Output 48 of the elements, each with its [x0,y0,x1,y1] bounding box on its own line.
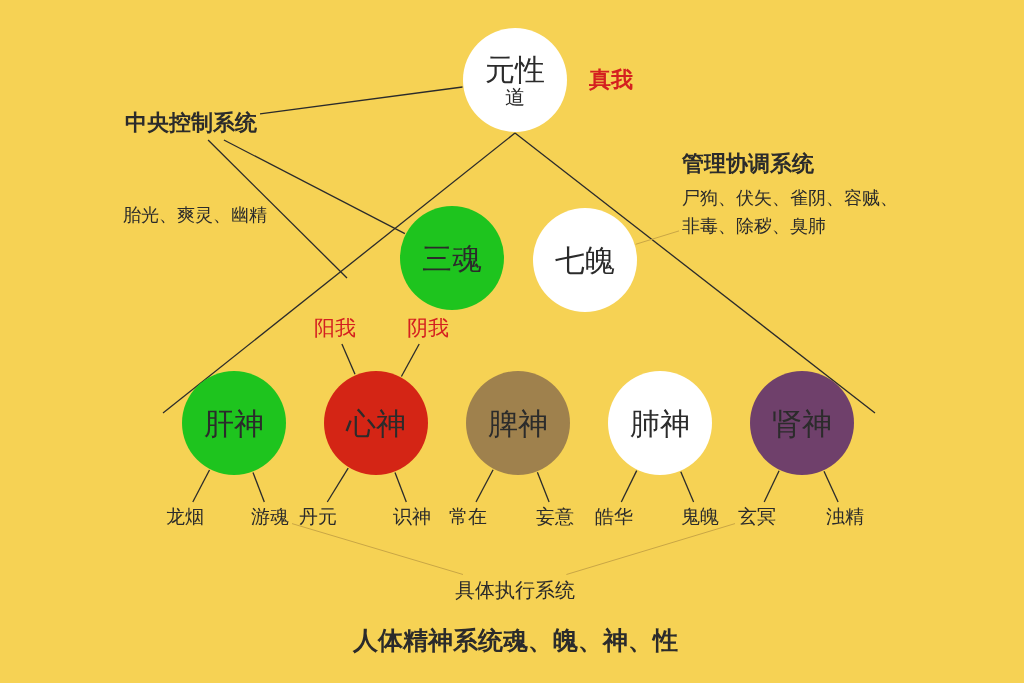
connector-line [252,471,265,503]
system-members: 尸狗、伏矢、雀阴、容贼、非毒、除秽、臭肺 [682,185,899,239]
connector-line [223,139,406,235]
connector-line [536,471,550,503]
connector-line [341,343,356,375]
connector-line [475,469,494,503]
text-label: 浊精 [826,504,864,530]
text-label: 游魂 [251,504,289,530]
node-title: 肺神 [630,406,690,440]
text-label: 玄冥 [738,504,776,530]
connector-line [620,469,638,503]
leader-line [291,523,464,575]
connector-line [192,469,211,503]
text-label: 阳我 [314,314,356,342]
text-label: 胎光、爽灵、幽精 [123,203,267,227]
node-title: 脾神 [488,406,548,440]
text-label: 龙烟 [166,504,204,530]
text-label: 识神 [393,504,431,530]
leader-line [635,230,680,245]
connector-line [259,86,464,115]
connector-line [400,343,420,378]
connector-line [823,470,839,503]
connector-line [763,470,780,503]
connector-line [514,132,876,414]
node-title: 心神 [346,406,406,440]
text-label: 皓华 [595,504,633,530]
text-label: 中央控制系统 [125,108,257,138]
text-label: 妄意 [536,504,574,530]
system-heading: 管理协调系统 [682,149,815,178]
text-label: 常在 [449,504,487,530]
node-title: 肾神 [772,406,832,440]
node-title: 肝神 [204,406,264,440]
connector-line [207,139,348,279]
node-title: 三魂 [422,241,482,275]
connector-line [162,132,516,414]
connector-line [394,471,407,503]
side-label: 真我 [589,66,633,94]
text-label: 阴我 [407,314,449,342]
leader-line [565,523,736,575]
node-title: 元性 [485,52,545,86]
text-label: 鬼魄 [681,504,719,530]
connector-line [680,471,695,503]
node-title: 七魄 [555,243,615,277]
diagram-title: 人体精神系统魂、魄、神、性 [352,624,678,657]
node-subtitle: 道 [505,85,525,108]
text-label: 丹元 [299,504,337,530]
connector-line [326,467,349,503]
text-label: 具体执行系统 [455,576,575,604]
